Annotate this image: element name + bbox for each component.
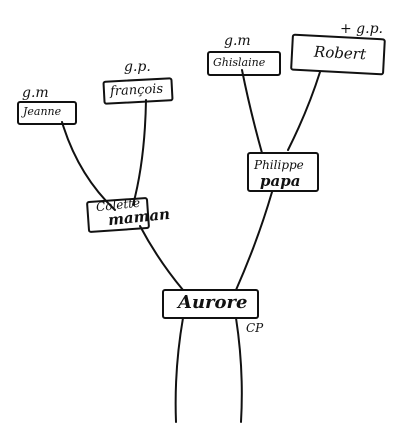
- branch-francois: [132, 99, 147, 206]
- name-ghislaine: Ghislaine: [213, 56, 266, 69]
- relation-jeanne: g.m: [22, 85, 49, 101]
- box-colette: [86, 197, 150, 233]
- name-jeanne: Jeanne: [23, 105, 62, 118]
- branch-jeanne: [61, 121, 116, 211]
- branch-left: [139, 225, 184, 291]
- name-robert: Robert: [313, 42, 367, 64]
- box-aurore: [162, 289, 259, 319]
- box-jeanne: [17, 101, 77, 125]
- relation-francois: g.p.: [124, 59, 151, 75]
- relation-philippe: papa: [260, 172, 301, 190]
- relation-robert: + g.p.: [340, 21, 384, 37]
- branch-right: [235, 191, 273, 291]
- box-robert: [290, 33, 386, 76]
- grade-aurore: CP: [246, 321, 264, 335]
- relation-ghislaine: g.m: [224, 33, 251, 49]
- name-aurore: Aurore: [178, 292, 248, 313]
- box-philippe: [247, 152, 319, 192]
- branch-ghislaine: [241, 69, 263, 154]
- trunk-left: [174, 317, 184, 423]
- name-francois: françois: [109, 81, 164, 100]
- name-philippe: Philippe: [254, 158, 304, 172]
- branch-robert: [287, 71, 321, 151]
- box-francois: [102, 77, 174, 105]
- trunk-right: [235, 317, 243, 423]
- box-ghislaine: [207, 51, 281, 76]
